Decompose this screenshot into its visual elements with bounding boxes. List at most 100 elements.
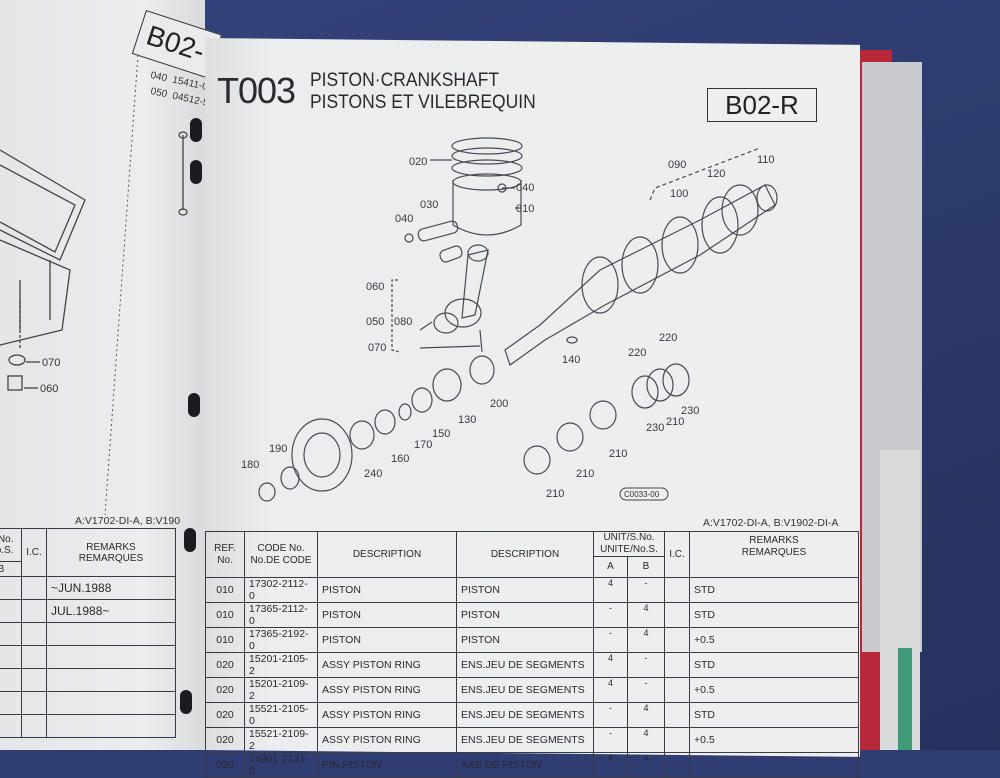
piston-ring: [451, 137, 523, 155]
pulley: [291, 418, 353, 492]
cell-desc-fr: ENS.JEU DE SEGMENTS: [456, 727, 594, 753]
cell-ic: [664, 602, 690, 628]
cell-ic: [664, 702, 690, 728]
ic-header: I.C.: [21, 528, 47, 577]
piston-ring: [451, 147, 523, 165]
cell-b: 4: [627, 752, 665, 778]
models-note: A:V1702-DI-A, B:V1902-DI-A: [703, 517, 839, 529]
callout-label: 190: [269, 443, 287, 455]
cell-desc-fr: ENS.JEU DE SEGMENTS: [456, 652, 594, 678]
section-box: B02-R: [707, 88, 817, 122]
piston-pin: [417, 220, 459, 242]
cell-a: -: [593, 702, 628, 728]
cell-remarks: STD: [689, 702, 859, 728]
cell-code: 17365-2192-0: [244, 627, 318, 653]
cell-a: -: [593, 602, 628, 628]
cell-desc-fr: PISTON: [456, 577, 594, 603]
circlip: [404, 233, 414, 243]
piston: [452, 180, 522, 236]
binder-hole: [190, 118, 202, 142]
cell-ref: 010: [205, 627, 245, 653]
cell-ref: 020: [205, 652, 245, 678]
binder-hole: [184, 528, 196, 552]
cell-remarks: STD: [689, 602, 859, 628]
cell-code: 15521-2105-0: [244, 702, 318, 728]
crank-seal: [756, 184, 778, 212]
table-row: 22: [0, 645, 176, 669]
callout-label: 120: [707, 168, 725, 180]
diagram-ref: C0033-00: [624, 490, 660, 499]
callout-label: 050: [366, 316, 384, 328]
cell-ref: 030: [205, 752, 245, 778]
callout-label: 140: [562, 354, 580, 366]
table-row: 1: [0, 622, 176, 646]
cell-ic: [664, 752, 690, 778]
table-row: 1~JUN.1988: [0, 576, 176, 600]
cell-remarks: STD: [689, 652, 859, 678]
callout-label: 170: [414, 439, 432, 451]
callout-label: 070: [368, 342, 386, 354]
callout-label: 210: [609, 448, 627, 460]
cell-desc-en: ASSY PISTON RING: [317, 677, 457, 703]
table-row: -: [0, 691, 176, 715]
callout-label: 100: [670, 188, 688, 200]
cell-ic: [664, 577, 690, 603]
cell-remarks: +0.5: [689, 627, 859, 653]
callout-label: 210: [576, 468, 594, 480]
cell-ref: 010: [205, 577, 245, 603]
cell-desc-fr: ENS.JEU DE SEGMENTS: [456, 702, 594, 728]
o-ring: [398, 403, 412, 421]
cell-code: 17365-2112-0: [244, 602, 318, 628]
cell-b: -: [627, 677, 665, 703]
exploded-diagram: C0033-00 020 040 010 030 040 090 100 110…: [241, 137, 778, 502]
cell-ic: [664, 727, 690, 753]
cell-desc-en: PISTON: [317, 627, 457, 653]
binder-hole: [188, 393, 200, 417]
cell-desc-en: PISTON: [317, 602, 457, 628]
description-fr-header: DESCRIPTION: [456, 531, 594, 578]
callout-labels: 020 040 010 030 040 090 100 110 120 060 …: [241, 154, 775, 500]
cell-desc-fr: PISTON: [456, 602, 594, 628]
binder-hole: [190, 160, 202, 184]
callout-label: 220: [659, 332, 677, 344]
callout-label: 060: [40, 383, 58, 395]
callout-label: 090: [668, 159, 686, 171]
cell-a: -: [593, 727, 628, 753]
cell-a: 4: [593, 652, 628, 678]
connecting-rod: [461, 249, 489, 319]
ref-header: REF.No.: [205, 531, 245, 578]
diagram-parts: [258, 137, 778, 502]
callout-label: 070: [42, 357, 60, 369]
oil-seal: [349, 420, 375, 450]
cell-code: 17302-2112-0: [244, 577, 318, 603]
thrust-washer: [662, 363, 690, 397]
callout-label: 030: [420, 199, 438, 211]
small-end-bushing: [439, 245, 463, 263]
cell-remarks: +0.5: [689, 677, 859, 703]
dotted-divider: [104, 54, 139, 516]
callout-label: 130: [458, 414, 476, 426]
bearing: [589, 400, 617, 430]
cell-desc-fr: ENS.JEU DE SEGMENTS: [456, 677, 594, 703]
cell-remarks: +0.5: [689, 727, 859, 753]
cell-b: 4: [627, 602, 665, 628]
cell-b: 4: [627, 727, 665, 753]
bearing: [631, 375, 659, 409]
callout-label: 210: [666, 416, 684, 428]
cell-code: 14901-2131-0: [244, 752, 318, 778]
cell-remarks: STD: [689, 577, 859, 603]
cell-desc-en: PIN,PISTON: [317, 752, 457, 778]
unit-a-header: A: [593, 556, 628, 578]
code-header: CODE No.No.DE CODE: [244, 531, 318, 578]
oil-pan-drawing: [0, 131, 188, 391]
callout-label: 010: [516, 203, 534, 215]
cell-a: 4: [593, 677, 628, 703]
washer: [280, 466, 300, 490]
